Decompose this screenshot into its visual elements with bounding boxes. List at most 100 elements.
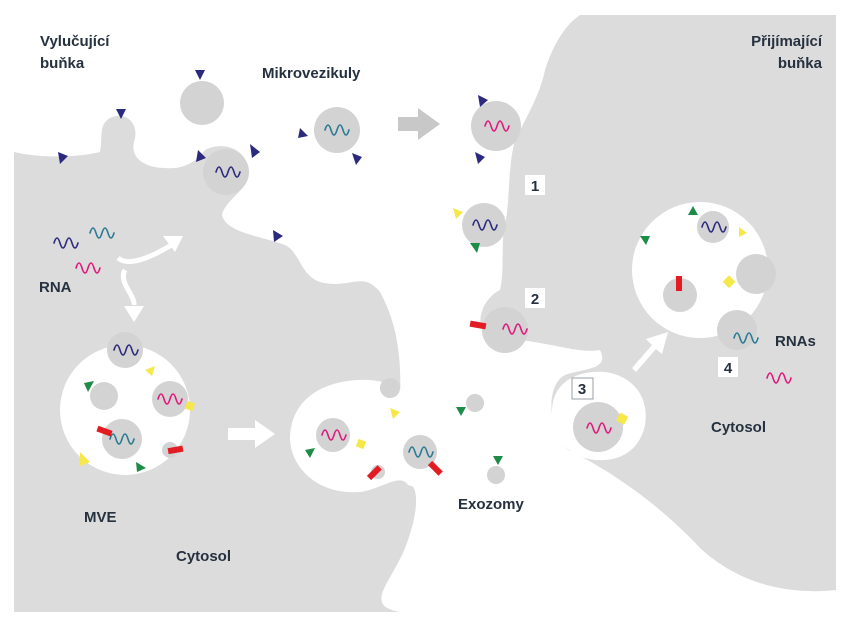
cytosol-right-label: Cytosol xyxy=(711,419,766,436)
microvesicles-label: Mikrovezikuly xyxy=(262,65,361,82)
mve-vesicle xyxy=(90,382,118,410)
yellow-protein xyxy=(80,452,90,466)
arrowhead xyxy=(124,306,144,322)
step-3-box xyxy=(571,377,594,400)
endosome-vesicle xyxy=(736,254,776,294)
yellow-diamond xyxy=(355,438,367,450)
step-4-label: 4 xyxy=(724,360,733,377)
navy-protein xyxy=(298,128,308,138)
receiving-cell-label-line1: Přijímající xyxy=(751,33,823,50)
green-protein xyxy=(305,448,315,458)
rna-magenta xyxy=(75,262,101,274)
rna-magenta xyxy=(586,422,612,434)
budding-vesicle xyxy=(107,332,143,368)
navy-protein xyxy=(273,230,283,242)
rna-magenta xyxy=(766,372,792,384)
rna-navy xyxy=(215,166,241,178)
green-protein xyxy=(84,381,94,392)
step-2-label: 2 xyxy=(531,291,539,308)
endosome-vesicle xyxy=(717,310,757,350)
yellow-protein xyxy=(390,408,400,419)
rna-teal xyxy=(324,124,350,136)
microvesicle-direction-arrow xyxy=(398,108,440,140)
yellow-protein xyxy=(145,366,155,376)
rna-magenta xyxy=(502,323,528,335)
microvesicle-budding xyxy=(203,149,249,195)
secreting-cell-label-line2: buňka xyxy=(40,55,85,72)
endocytosed-vesicle-2 xyxy=(482,307,528,353)
navy-protein xyxy=(475,152,485,164)
rna-group xyxy=(53,120,792,458)
step-badges: 1 2 3 4 xyxy=(525,175,738,400)
secreting-cell xyxy=(14,115,417,612)
rnas-label: RNAs xyxy=(775,333,816,350)
green-protein xyxy=(456,407,466,416)
arrow-to-mve xyxy=(120,268,137,306)
navy-protein xyxy=(352,153,362,165)
red-bar xyxy=(167,445,184,455)
receiving-cell-label-line2: buňka xyxy=(778,55,823,72)
red-bar xyxy=(96,425,113,437)
yellow-protein xyxy=(453,208,463,219)
navy-protein xyxy=(478,95,488,107)
red-bar-group xyxy=(96,276,682,481)
exosome-vesicle xyxy=(466,394,484,412)
rna-teal xyxy=(733,332,759,344)
green-protein xyxy=(470,243,480,253)
step-4-box xyxy=(718,357,738,377)
red-bar xyxy=(366,465,382,481)
navy-protein xyxy=(196,150,206,162)
navy-protein xyxy=(116,109,126,119)
green-protein xyxy=(688,206,698,215)
rna-magenta xyxy=(321,429,347,441)
yellow-diamond xyxy=(616,412,629,425)
rna-navy xyxy=(701,221,727,233)
yellow-protein xyxy=(739,227,747,237)
green-protein xyxy=(136,462,146,472)
rna-navy xyxy=(472,219,498,231)
cytosol-left-label: Cytosol xyxy=(176,548,231,565)
red-bar xyxy=(469,320,487,330)
rna-label: RNA xyxy=(39,279,72,296)
vesicle-1 xyxy=(462,203,506,247)
rna-teal xyxy=(109,433,135,445)
step-1-box xyxy=(525,175,545,195)
step-3-label: 3 xyxy=(578,381,586,398)
secreting-cell-label-line1: Vylučující xyxy=(40,33,110,50)
microvesicle xyxy=(180,81,224,125)
mve-body xyxy=(60,345,190,475)
fusing-vesicle-3 xyxy=(573,402,623,452)
red-bar xyxy=(427,460,443,476)
endosome-vesicle xyxy=(663,278,697,312)
green-protein-group xyxy=(84,206,698,472)
navy-protein xyxy=(58,152,68,164)
arrow-to-budding xyxy=(116,240,177,265)
yellow-diamond xyxy=(184,400,196,412)
exosomes-label: Exozomy xyxy=(458,496,525,513)
exosome-vesicle xyxy=(316,418,350,452)
rna-magenta xyxy=(484,120,510,132)
step-2-box xyxy=(525,288,545,308)
exosome-vesicle xyxy=(487,466,505,484)
navy-protein xyxy=(250,144,260,158)
endosome-vesicle xyxy=(697,211,729,243)
yellow-protein-group xyxy=(80,208,747,466)
mve-label: MVE xyxy=(84,509,117,526)
rna-navy xyxy=(113,344,139,356)
rna-teal xyxy=(408,446,434,458)
exosome-vesicle xyxy=(403,435,437,469)
exosome-vesicle xyxy=(380,378,400,398)
green-protein xyxy=(640,236,650,245)
arrowhead xyxy=(163,236,183,252)
red-bar xyxy=(676,276,682,291)
green-protein xyxy=(493,456,503,465)
endosome-arrow xyxy=(632,332,668,372)
mve-to-membrane-arrow xyxy=(228,420,275,448)
rna-navy xyxy=(53,237,79,249)
navy-protein-group xyxy=(58,70,488,242)
rna-magenta xyxy=(157,393,183,405)
navy-protein xyxy=(195,70,205,80)
rna-teal xyxy=(89,227,115,239)
